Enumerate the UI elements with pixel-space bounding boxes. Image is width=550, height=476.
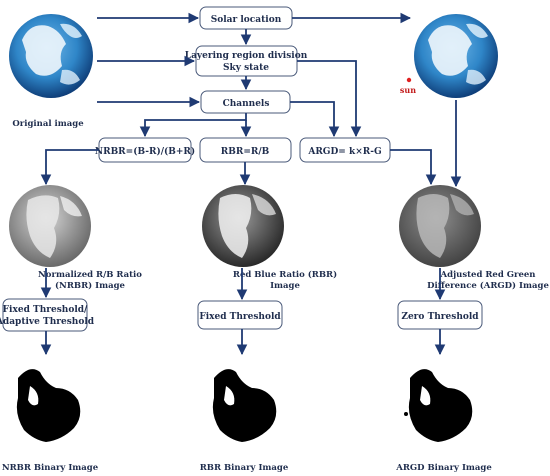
nrbr-image-caption-line1: Normalized R/B Ratio bbox=[38, 270, 142, 280]
arrow-argd-to-image bbox=[390, 149, 437, 186]
lower-arrows bbox=[40, 268, 446, 356]
rbr-image bbox=[202, 185, 284, 267]
arrows bbox=[40, 12, 462, 188]
rbr-formula-label: RBR=R/B bbox=[221, 147, 270, 157]
fixed-adaptive-threshold-box bbox=[2, 298, 88, 332]
fixed-adaptive-line1: Fixed Threshold/ bbox=[3, 305, 88, 315]
rbr-image-caption-line2: Image bbox=[270, 281, 300, 291]
arrow-sky-state-to-argd bbox=[297, 60, 362, 138]
layering-region-label: Layering region division bbox=[185, 51, 308, 61]
zero-threshold-label: Zero Threshold bbox=[401, 312, 479, 322]
original-image-caption: Original image bbox=[12, 119, 84, 129]
arrow-nrbr-to-image bbox=[40, 149, 99, 186]
argd-binary-image bbox=[404, 369, 473, 442]
nrbr-binary-caption: NRBR Binary Image bbox=[2, 463, 99, 473]
rbr-image-caption-line1: Red Blue Ratio (RBR) bbox=[233, 269, 337, 280]
argd-formula-label: ARGD= k×R-G bbox=[307, 147, 381, 157]
sun-label: sun bbox=[400, 85, 416, 95]
argd-image-caption-line2: Difference (ARGD) Image bbox=[427, 280, 549, 291]
arrow-channels-to-nrbr bbox=[139, 113, 247, 138]
sky-state-label: Sky state bbox=[223, 63, 269, 73]
rbr-binary-image bbox=[212, 369, 277, 442]
nrbr-formula-label: NRBR=(B-R)/(B+R) bbox=[95, 146, 195, 157]
argd-image-caption-line1: Adjusted Red Green bbox=[440, 270, 536, 280]
nrbr-image-caption-line2: (NRBR) Image bbox=[55, 280, 126, 291]
nrbr-image bbox=[9, 185, 91, 267]
fixed-adaptive-line2: Adaptive Threshold bbox=[0, 317, 95, 327]
argd-binary-caption: ARGD Binary Image bbox=[395, 463, 492, 473]
fixed-threshold-box bbox=[197, 300, 283, 330]
nrbr-binary-image bbox=[16, 369, 81, 442]
sun-marker bbox=[406, 77, 412, 83]
rbr-binary-caption: RBR Binary Image bbox=[200, 463, 289, 473]
original-sky-image bbox=[9, 14, 93, 98]
argd-image bbox=[399, 185, 481, 267]
arrow-channels-to-argd bbox=[290, 101, 340, 138]
solar-location-label: Solar location bbox=[211, 15, 282, 25]
channels-label: Channels bbox=[223, 99, 270, 109]
fixed-threshold-label: Fixed Threshold bbox=[199, 312, 281, 322]
solar-located-sky-image bbox=[414, 14, 498, 98]
